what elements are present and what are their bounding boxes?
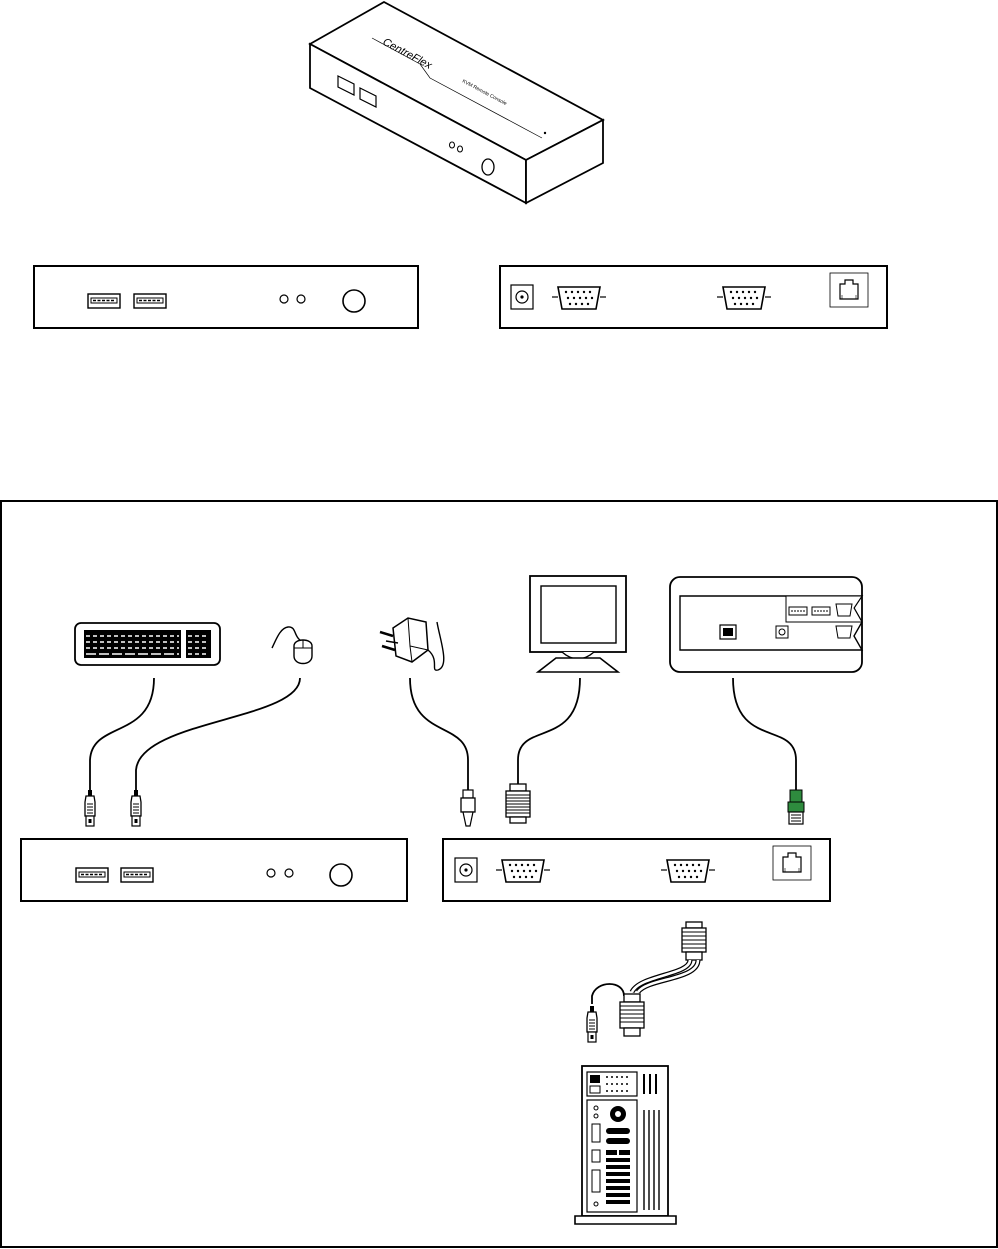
vga-port-icon bbox=[558, 287, 600, 309]
usb-port-icon bbox=[134, 294, 166, 308]
dc-jack-icon bbox=[455, 858, 477, 882]
vga-port-icon bbox=[667, 860, 709, 882]
keyboard-icon bbox=[75, 623, 220, 665]
front-panel-diagram bbox=[21, 839, 407, 901]
computer-tower-icon bbox=[575, 1066, 676, 1224]
dc-jack-icon bbox=[511, 285, 533, 309]
vga-port-icon bbox=[723, 287, 765, 309]
usb-port-icon bbox=[76, 868, 108, 882]
rear-panel-diagram bbox=[443, 839, 830, 901]
device-perspective-view: CentreFlex KVM Remote Console bbox=[310, 2, 603, 203]
led-icon bbox=[297, 295, 305, 303]
led-icon bbox=[285, 869, 293, 877]
network-switch-icon bbox=[670, 577, 862, 672]
usb-plug-icon bbox=[587, 1006, 597, 1042]
vga-port-icon bbox=[502, 860, 544, 882]
rj45-port-icon bbox=[830, 273, 868, 307]
led-icon bbox=[280, 295, 288, 303]
front-panel-view bbox=[34, 266, 418, 328]
usb-port-icon bbox=[88, 294, 120, 308]
rj45-port-icon bbox=[773, 846, 811, 880]
rear-panel-view bbox=[500, 266, 887, 328]
led-icon bbox=[267, 869, 275, 877]
usb-port-icon bbox=[121, 868, 153, 882]
power-button-icon bbox=[343, 290, 365, 312]
usb-plug-icon bbox=[131, 790, 141, 826]
rj45-plug-icon bbox=[788, 790, 804, 824]
power-button-icon bbox=[330, 864, 352, 886]
vga-plug-icon bbox=[506, 784, 530, 823]
usb-plug-icon bbox=[85, 790, 95, 826]
